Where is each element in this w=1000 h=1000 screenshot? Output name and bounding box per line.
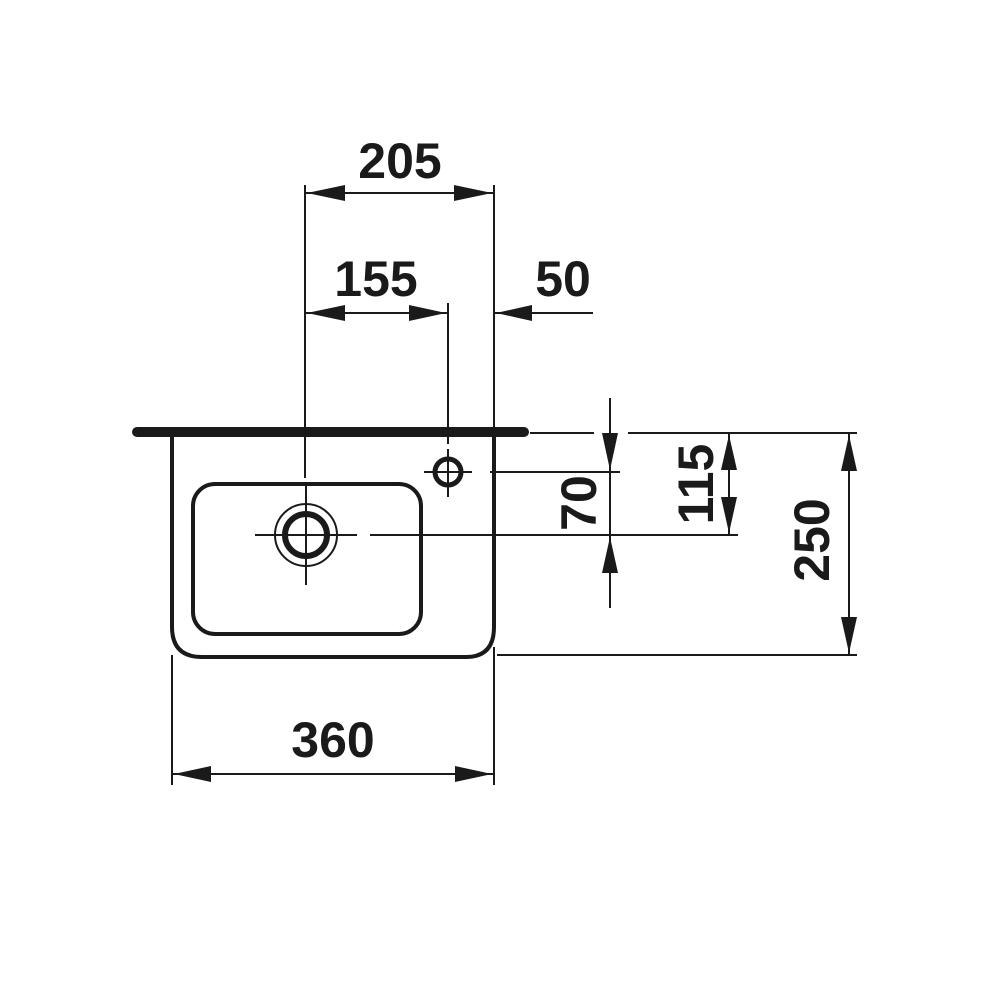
bowl: [191, 482, 423, 636]
dimension-label-155: 155: [334, 251, 417, 307]
basin-outline: [132, 427, 529, 659]
dimension-label-250: 250: [784, 498, 840, 581]
extension-lines: [171, 185, 857, 785]
dimension-115: 115: [668, 433, 737, 535]
dimension-50: 50: [494, 251, 593, 321]
dimension-360: 360: [172, 712, 494, 782]
dimension-label-205: 205: [358, 133, 441, 189]
dimension-label-50: 50: [535, 251, 591, 307]
drain-icon: [255, 485, 357, 585]
dimension-label-70: 70: [551, 475, 607, 531]
tap-hole-icon: [424, 449, 472, 497]
dimension-70: 70: [551, 398, 618, 608]
dimension-label-115: 115: [668, 444, 724, 525]
dimension-250: 250: [784, 433, 857, 655]
dimension-label-360: 360: [291, 712, 374, 768]
dimension-155: 155: [305, 251, 448, 321]
dimension-205: 205: [305, 133, 494, 201]
